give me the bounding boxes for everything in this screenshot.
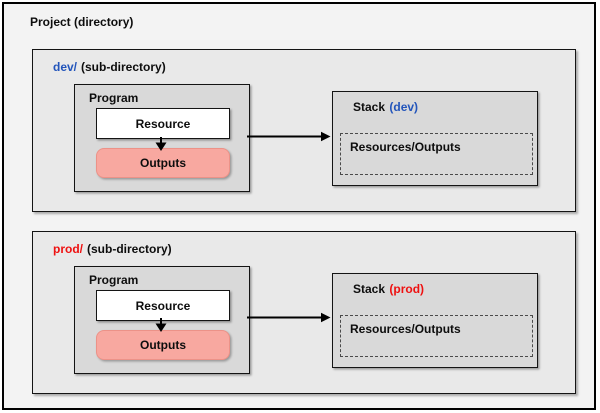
program-title-dev: Program: [89, 91, 139, 105]
stack-title-text-dev: Stack: [353, 100, 386, 114]
stack-env-dev: (dev): [389, 100, 419, 114]
subdirectory-dev-label: dev/(sub-directory): [53, 60, 166, 74]
program-title-prod: Program: [89, 273, 139, 287]
stack-title-text-prod: Stack: [353, 282, 386, 296]
resource-box-prod: Resource: [96, 290, 230, 321]
subdirectory-dev-container: dev/(sub-directory) Program Resource Out…: [32, 49, 576, 212]
stack-env-prod: (prod): [389, 282, 425, 296]
stack-title-prod: Stack (prod): [353, 282, 424, 296]
outputs-box-dev: Outputs: [96, 148, 230, 178]
subdirectory-prod-label: prod/ (sub-directory): [53, 242, 172, 256]
project-directory-container: Project (directory) dev/(sub-directory) …: [2, 2, 596, 410]
stack-box-dev: Stack (dev) Resources/Outputs: [332, 91, 538, 186]
stack-contents-dev: Resources/Outputs: [340, 133, 533, 175]
stack-title-dev: Stack (dev): [353, 100, 418, 114]
project-title: Project (directory): [30, 15, 134, 29]
dev-dir-type: (sub-directory): [81, 60, 166, 74]
prod-dir-type: (sub-directory): [87, 242, 172, 256]
stack-box-prod: Stack (prod) Resources/Outputs: [332, 273, 538, 368]
stack-contents-prod: Resources/Outputs: [340, 315, 533, 357]
outputs-box-prod: Outputs: [96, 330, 230, 360]
dev-dir-name: dev/: [53, 60, 78, 74]
program-box-dev: Program Resource Outputs: [74, 84, 250, 192]
resource-box-dev: Resource: [96, 108, 230, 139]
prod-dir-name: prod/: [53, 242, 83, 256]
subdirectory-prod-container: prod/ (sub-directory) Program Resource Ou…: [32, 231, 576, 394]
program-box-prod: Program Resource Outputs: [74, 266, 250, 374]
